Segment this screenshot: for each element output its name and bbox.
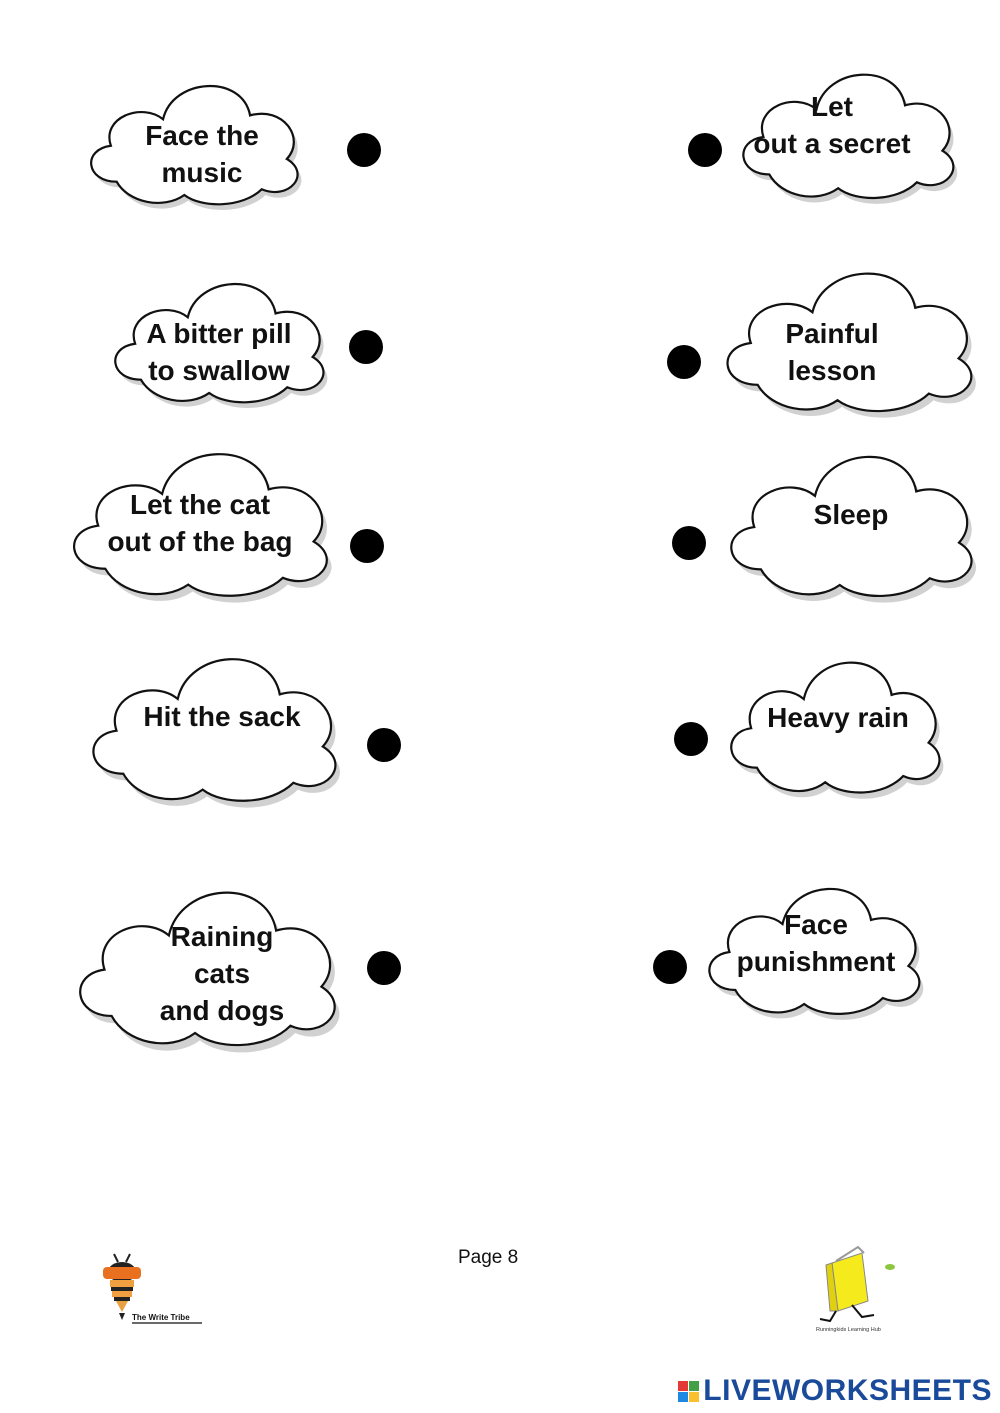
cloud-left-5: Raining cats and dogs (64, 872, 350, 1055)
cloud-shape (730, 58, 958, 204)
cloud-right-5: Face punishment (696, 872, 932, 1022)
match-dot-left-3[interactable] (350, 529, 384, 563)
cloud-left-4: Hit the sack (78, 640, 350, 810)
liveworksheets-logo-icon (678, 1380, 700, 1402)
match-dot-left-5[interactable] (367, 951, 401, 985)
cloud-text: Face punishment (736, 909, 896, 977)
cloud-text: Raining cats and dogs (159, 921, 285, 1026)
cloud-text: Painful lesson (785, 318, 879, 386)
cloud-right-4: Heavy rain (718, 645, 952, 801)
cloud-text: Heavy rain (767, 702, 909, 733)
match-dot-right-3[interactable] (672, 526, 706, 560)
cloud-shape (102, 268, 328, 408)
watermark-text: LIVEWORKSHEETS (703, 1374, 992, 1407)
write-tribe-text: The Write Tribe (132, 1313, 190, 1322)
cloud-text: Sleep (813, 499, 889, 530)
bee-icon: The Write Tribe (103, 1253, 202, 1324)
write-tribe-logo: The Write Tribe (98, 1250, 208, 1330)
liveworksheets-watermark: LIVEWORKSHEETS (678, 1374, 992, 1408)
page-number: Page 8 (458, 1247, 519, 1268)
cloud-left-2: A bitter pill to swallow (102, 268, 336, 410)
cloud-right-3: Sleep (716, 438, 986, 605)
cloud-shape (716, 438, 977, 603)
cloud-shape (64, 872, 340, 1053)
cloud-shape (78, 640, 340, 808)
cloud-shape (58, 435, 332, 603)
match-dot-right-2[interactable] (667, 345, 701, 379)
cloud-right-1: Let out a secret (730, 58, 966, 206)
match-dot-left-1[interactable] (347, 133, 381, 167)
cloud-right-2: Painful lesson (712, 255, 986, 420)
runningkids-text: Runningkids Learning Hub (816, 1327, 881, 1333)
cloud-shape (712, 255, 976, 418)
cloud-left-3: Let the cat out of the bag (58, 435, 342, 605)
cloud-text: Let the cat out of the bag (107, 489, 293, 557)
runningkids-logo: Runningkids Learning Hub (812, 1245, 912, 1345)
cloud-shape (718, 645, 944, 799)
cloud-left-1: Face the music (78, 70, 310, 212)
cloud-shape (696, 872, 924, 1020)
match-dot-right-5[interactable] (653, 950, 687, 984)
cloud-shape (78, 70, 302, 210)
running-book-icon: Runningkids Learning Hub (816, 1245, 895, 1333)
cloud-text: A bitter pill to swallow (146, 318, 292, 386)
cloud-text: Hit the sack (143, 701, 301, 732)
cloud-text: Face the music (145, 120, 259, 188)
match-dot-left-2[interactable] (349, 330, 383, 364)
cloud-text: Let out a secret (753, 91, 911, 159)
match-dot-right-4[interactable] (674, 722, 708, 756)
match-dot-left-4[interactable] (367, 728, 401, 762)
match-dot-right-1[interactable] (688, 133, 722, 167)
